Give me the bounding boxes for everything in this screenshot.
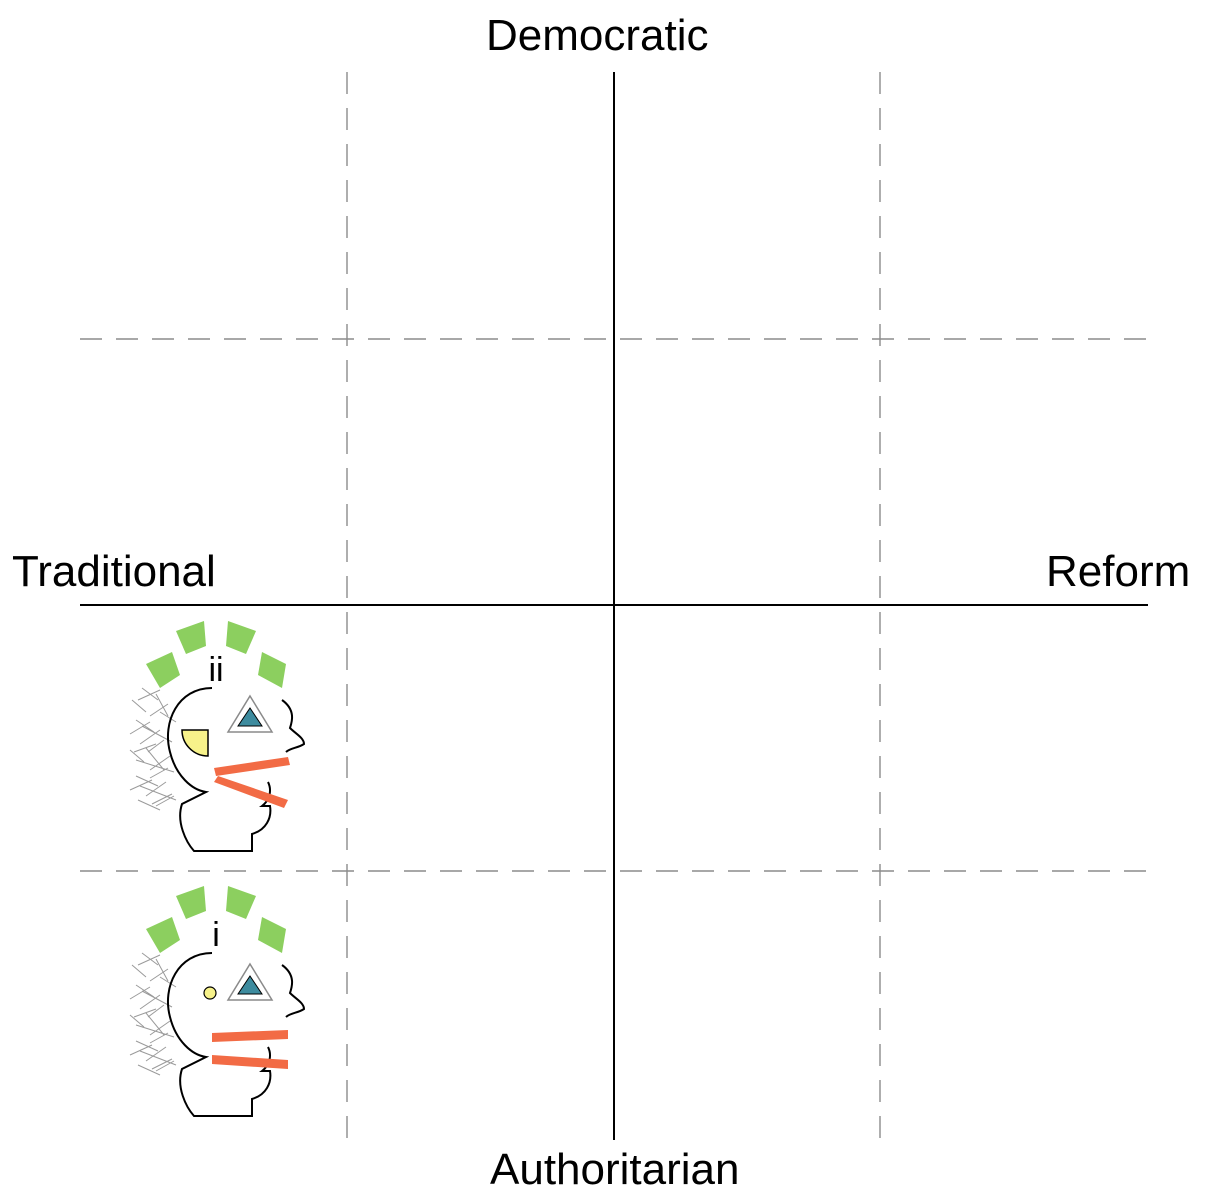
head-figure-ii: ii <box>129 621 306 852</box>
hair-scribble <box>129 952 177 1076</box>
nose-outline <box>281 964 306 1018</box>
thought-arc-segments <box>146 886 286 953</box>
axis-label-authoritarian: Authoritarian <box>490 1145 740 1194</box>
closed-mouth-bars <box>212 1030 288 1069</box>
hair-scribble <box>129 687 177 811</box>
axis-label-traditional: Traditional <box>12 547 216 596</box>
open-mouth-bars <box>214 757 290 808</box>
head-outline <box>166 687 272 852</box>
nose-outline <box>281 699 306 753</box>
axis-label-democratic: Democratic <box>486 11 709 60</box>
figure-label: ii <box>208 651 223 689</box>
eye-yellow-dot <box>203 986 217 1000</box>
head-figure-i: i <box>129 886 306 1117</box>
thought-arc-segments <box>146 621 286 688</box>
axis-label-reform: Reform <box>1046 547 1191 596</box>
triangle-fill <box>237 707 263 727</box>
triangle-fill <box>237 975 263 995</box>
head-outline <box>166 952 272 1117</box>
figure-label: i <box>212 916 220 954</box>
eye-yellow-quadrant <box>181 729 209 757</box>
main-axes <box>80 72 1148 1140</box>
